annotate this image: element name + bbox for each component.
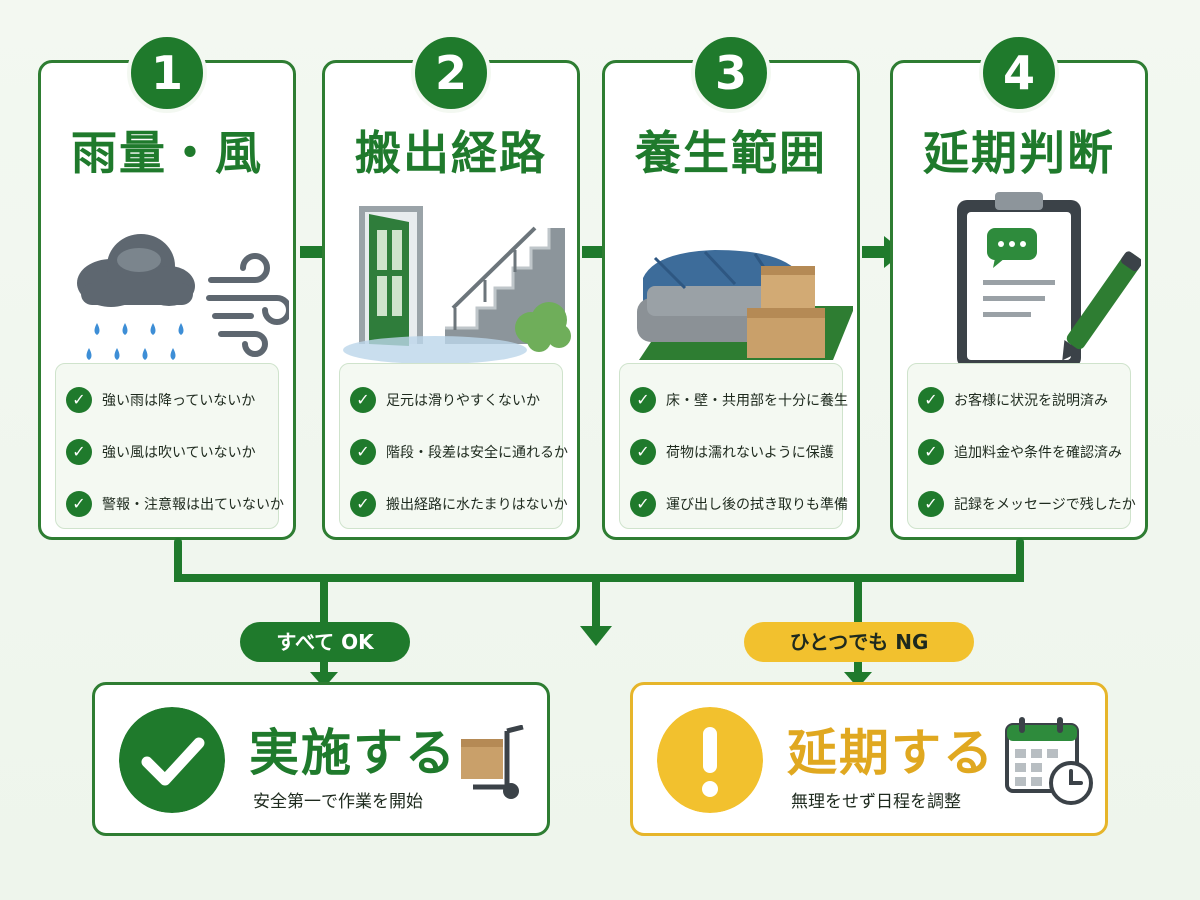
cardboard-box-icon (747, 266, 825, 358)
branch-label-ok: すべて OK (240, 622, 410, 662)
checklist: ✓強い雨は降っていないか ✓強い風は吹いていないか ✓警報・注意報は出ていないか (55, 363, 284, 530)
check-item: ✓追加料金や条件を確認済み (918, 426, 1122, 478)
check-icon: ✓ (350, 491, 376, 517)
result-card-postpone: 延期する 無理をせず日程を調整 (630, 682, 1108, 836)
step-title: 延期判断 (923, 126, 1115, 180)
hand-truck-icon (461, 725, 524, 799)
flow-arrow-stem (862, 246, 886, 258)
result-subtitle: 無理をせず日程を調整 (791, 792, 961, 812)
step-card-3: 3 養生範囲 ✓床・壁・共用部を十分に養生 ✓荷物は濡れないように保護 ✓運び出… (602, 33, 860, 540)
checklist: ✓お客様に状況を説明済み ✓追加料金や条件を確認済み ✓記録をメッセージで残した… (907, 363, 1136, 530)
check-icon: ✓ (918, 491, 944, 517)
check-icon: ✓ (918, 387, 944, 413)
step-title: 養生範囲 (635, 126, 827, 180)
check-icon: ✓ (630, 387, 656, 413)
step-number-badge: 2 (411, 33, 491, 113)
step-number-badge: 3 (691, 33, 771, 113)
check-item: ✓階段・段差は安全に通れるか (350, 426, 568, 478)
check-icon: ✓ (350, 439, 376, 465)
rain-cloud-icon (77, 234, 195, 360)
flow-arrow-stem (582, 246, 606, 258)
result-title: 延期する (787, 724, 995, 782)
checklist: ✓足元は滑りやすくないか ✓階段・段差は安全に通れるか ✓搬出経路に水たまりはな… (339, 363, 568, 530)
branch-label-ng: ひとつでも NG (744, 622, 974, 662)
check-item: ✓警報・注意報は出ていないか (66, 478, 284, 530)
check-icon: ✓ (66, 439, 92, 465)
step-title: 搬出経路 (355, 126, 547, 180)
check-icon: ✓ (630, 439, 656, 465)
pen-icon (1062, 251, 1141, 361)
check-item: ✓荷物は濡れないように保護 (630, 426, 834, 478)
check-item: ✓足元は滑りやすくないか (350, 374, 552, 426)
check-item: ✓お客様に状況を説明済み (918, 374, 1120, 426)
wind-icon (206, 253, 289, 357)
puddle-icon (343, 336, 527, 364)
flow-arrow-stem (300, 246, 324, 258)
door-icon (359, 206, 423, 346)
check-item: ✓強い風は吹いていないか (66, 426, 268, 478)
arrow-down-icon (580, 626, 612, 646)
result-title: 実施する (249, 724, 457, 782)
check-item: ✓床・壁・共用部を十分に養生 (630, 374, 848, 426)
check-icon: ✓ (66, 387, 92, 413)
check-item: ✓強い雨は降っていないか (66, 374, 268, 426)
check-icon: ✓ (918, 439, 944, 465)
bush-icon (515, 302, 571, 352)
checkmark-circle-icon (119, 707, 225, 813)
check-item: ✓搬出経路に水たまりはないか (350, 478, 568, 530)
step-title: 雨量・風 (71, 126, 263, 180)
step-number-badge: 1 (127, 33, 207, 113)
result-subtitle: 安全第一で作業を開始 (253, 792, 423, 812)
calendar-clock-icon (1005, 717, 1093, 805)
protection-illustration (637, 250, 853, 360)
postpone-decision-illustration (957, 192, 1141, 368)
step-number-badge: 4 (979, 33, 1059, 113)
check-icon: ✓ (66, 491, 92, 517)
clipboard-icon (957, 192, 1081, 368)
checklist: ✓床・壁・共用部を十分に養生 ✓荷物は濡れないように保護 ✓運び出し後の拭き取り… (619, 363, 848, 530)
step-card-1: 1 雨量・風 ✓強い雨は降っていないか ✓強い風は吹いていないか ✓警報・注意報… (38, 33, 296, 540)
rain-wind-illustration (77, 234, 289, 360)
step-card-2: 2 搬出経路 ✓足元は滑りやすくないか ✓階段・段差は安全に通れるか ✓搬出経路… (322, 33, 580, 540)
exit-route-illustration (343, 206, 571, 364)
check-item: ✓記録をメッセージで残したか (918, 478, 1136, 530)
check-icon: ✓ (350, 387, 376, 413)
exclamation-circle-icon (657, 707, 763, 813)
check-item: ✓運び出し後の拭き取りも準備 (630, 478, 848, 530)
check-icon: ✓ (630, 491, 656, 517)
step-card-4: 4 延期判断 ✓お客様に状況を説明済み ✓追加料金や条件を確認済み ✓記録をメッ… (890, 33, 1148, 540)
result-card-proceed: 実施する 安全第一で作業を開始 (92, 682, 550, 836)
